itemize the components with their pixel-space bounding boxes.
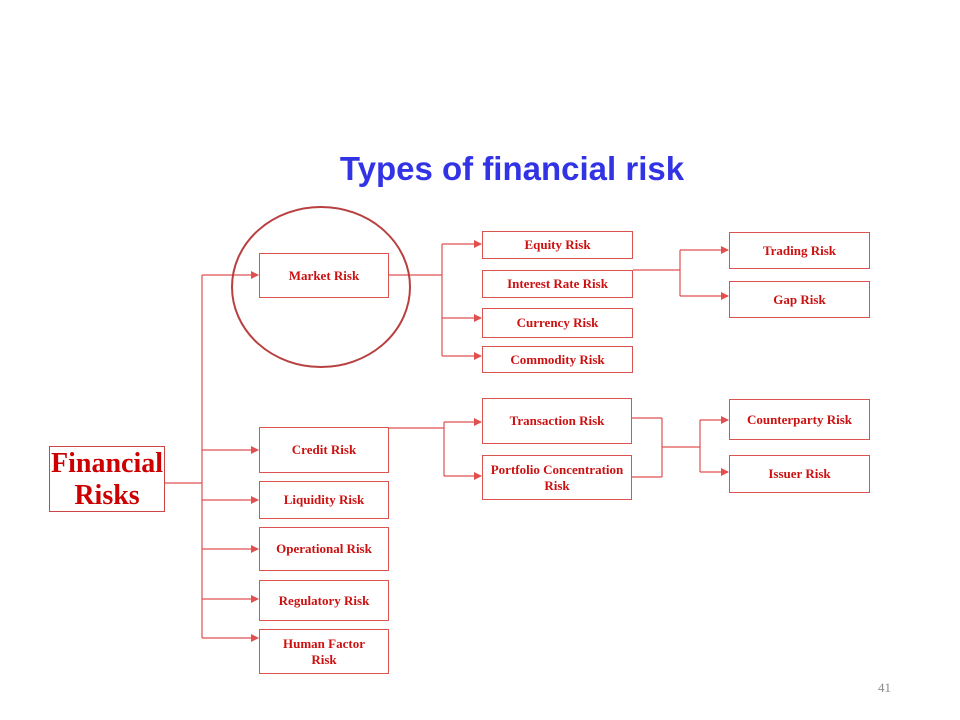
node-financial-risks-label: Financial Risks xyxy=(50,447,163,511)
node-market-risk-label: Market Risk xyxy=(288,267,360,283)
node-issuer-risk: Issuer Risk xyxy=(729,455,870,493)
node-counterparty-risk-label: Counterparty Risk xyxy=(746,411,853,427)
node-gap-risk: Gap Risk xyxy=(729,281,870,318)
node-financial-risks: Financial Risks xyxy=(49,446,165,512)
node-portfolio-concentration-risk-label: Portfolio Concentration Risk xyxy=(490,461,624,493)
node-operational-risk: Operational Risk xyxy=(259,527,389,571)
node-commodity-risk-label: Commodity Risk xyxy=(510,351,605,367)
slide-title: Types of financial risk xyxy=(339,150,685,187)
node-currency-risk-label: Currency Risk xyxy=(516,315,599,331)
node-regulatory-risk: Regulatory Risk xyxy=(259,580,389,621)
node-equity-risk: Equity Risk xyxy=(482,231,633,259)
node-liquidity-risk: Liquidity Risk xyxy=(259,481,389,519)
node-transaction-risk-label: Transaction Risk xyxy=(509,413,605,429)
node-currency-risk: Currency Risk xyxy=(482,308,633,338)
node-human-factor-risk-label: Human Factor Risk xyxy=(283,635,365,667)
node-operational-risk-label: Operational Risk xyxy=(276,541,372,557)
node-trading-risk-label: Trading Risk xyxy=(762,242,837,258)
node-transaction-risk: Transaction Risk xyxy=(482,398,632,444)
node-human-factor-risk: Human Factor Risk xyxy=(259,629,389,674)
market-risk-highlight-circle xyxy=(231,206,411,368)
node-liquidity-risk-label: Liquidity Risk xyxy=(283,492,365,508)
node-interest-rate-risk-label: Interest Rate Risk xyxy=(507,276,608,292)
node-equity-risk-label: Equity Risk xyxy=(524,237,591,253)
node-gap-risk-label: Gap Risk xyxy=(773,291,826,307)
node-credit-risk: Credit Risk xyxy=(259,427,389,473)
node-issuer-risk-label: Issuer Risk xyxy=(768,466,831,482)
node-portfolio-concentration-risk: Portfolio Concentration Risk xyxy=(482,455,632,500)
node-commodity-risk: Commodity Risk xyxy=(482,346,633,373)
page-number: 41 xyxy=(878,680,891,695)
node-credit-risk-label: Credit Risk xyxy=(291,442,357,458)
node-trading-risk: Trading Risk xyxy=(729,232,870,269)
node-regulatory-risk-label: Regulatory Risk xyxy=(278,592,370,608)
node-interest-rate-risk: Interest Rate Risk xyxy=(482,270,633,298)
node-counterparty-risk: Counterparty Risk xyxy=(729,399,870,440)
node-market-risk: Market Risk xyxy=(259,253,389,298)
